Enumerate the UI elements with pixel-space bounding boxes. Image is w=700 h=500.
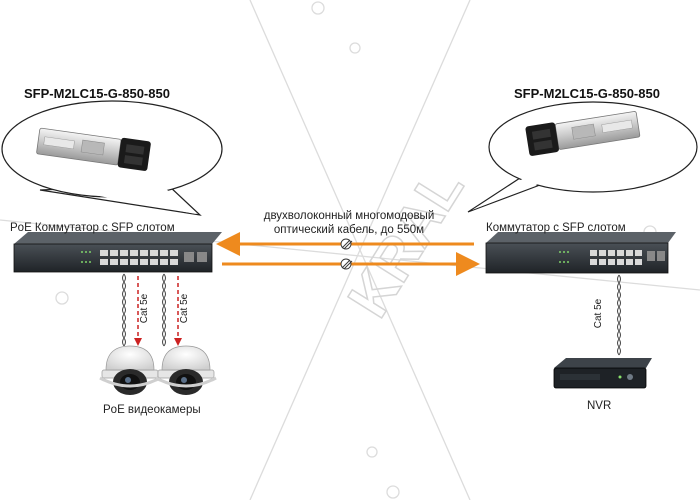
fiber-break-symbol: [340, 238, 353, 270]
left-poe-switch: [13, 232, 222, 273]
cable-label-2: Cat 5e: [179, 293, 191, 324]
nvr-label: NVR: [587, 400, 612, 412]
dome-camera-1: [99, 345, 161, 395]
left-sfp-module: [36, 127, 151, 171]
fiber-description-line-1: двухволоконный многомодовый: [263, 210, 435, 222]
right-sfp-model-label: SFP-M2LC15-G-850-850: [514, 86, 660, 101]
fiber-link: [216, 232, 480, 276]
fiber-description: двухволоконный многомодовый оптический к…: [246, 209, 452, 237]
cable-label-3: Cat 5e: [593, 298, 605, 329]
nvr-recorder: [553, 358, 652, 389]
left-cat5e-cables: [122, 273, 182, 347]
right-sfp-module: [525, 111, 641, 156]
fiber-description-line-2: оптический кабель, до 550м: [273, 224, 425, 236]
right-switch-label: Коммутатор с SFP слотом: [486, 222, 626, 234]
left-sfp-model-label: SFP-M2LC15-G-850-850: [24, 86, 170, 101]
dome-camera-2: [155, 345, 217, 395]
right-switch: [485, 232, 676, 274]
right-cat5e-cable: [617, 274, 621, 356]
cable-label-1: Cat 5e: [139, 293, 151, 324]
cameras-label: PoE видеокамеры: [103, 404, 201, 416]
left-switch-label: PoE Коммутатор с SFP слотом: [10, 222, 175, 234]
right-callout-bubble: [467, 101, 698, 213]
